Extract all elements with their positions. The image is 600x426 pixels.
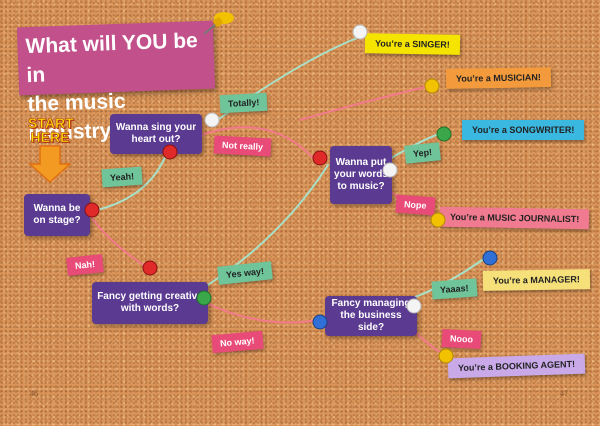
answer-yeah: Yeah! (101, 166, 143, 188)
pushpin-white-icon (382, 162, 398, 178)
outcome-singer: You’re a SINGER! (364, 33, 461, 55)
line-stage-to-creative (87, 211, 149, 269)
pushpin-white-icon (406, 298, 422, 314)
start-here-label: START HERE (28, 115, 74, 145)
question-business: Fancy managing the business side? (325, 296, 417, 336)
question-sing: Wanna sing your heart out? (110, 114, 202, 154)
line-music-to-musician (299, 85, 431, 121)
outcome-journalist: You’re a MUSIC JOURNALIST! (439, 206, 590, 230)
page-number-right: 47 (560, 389, 568, 398)
answer-yep: Yep! (404, 142, 441, 164)
outcome-musician: You’re a MUSICIAN! (445, 67, 552, 89)
page-number-left: 46 (30, 389, 38, 398)
down-arrow-icon (28, 145, 72, 184)
page-title: What will YOU be in the music industry? (16, 20, 216, 145)
pushpin-white-icon (352, 24, 368, 40)
outcome-songwriter: You’re a SONGWRITER! (462, 120, 585, 140)
pushpin-blue-icon (312, 314, 328, 330)
pushpin-green-icon (436, 126, 452, 142)
pushpin-yellow-icon (424, 78, 440, 94)
pushpin-red-icon (142, 260, 158, 276)
start-here-sign: START HERE (28, 115, 74, 189)
pushpin-red-icon (84, 202, 100, 218)
pushpin-green-icon (196, 290, 212, 306)
line-stage-to-sing (87, 149, 169, 213)
pushpin-red-icon (312, 150, 328, 166)
pushpin-blue-icon (482, 250, 498, 266)
answer-totally: Totally! (219, 92, 268, 114)
question-creative: Fancy getting creative with words? (92, 282, 208, 324)
answer-yaaas: Yaaas! (431, 278, 478, 300)
pushpin-title-icon (203, 12, 234, 35)
question-stage: Wanna be on stage? (24, 194, 90, 236)
answer-not-really: Not really (213, 135, 272, 157)
question-music: Wanna put your words to music? (330, 146, 392, 204)
pushpin-red-icon (162, 144, 178, 160)
line-creative-to-business (199, 299, 319, 324)
answer-nah: Nah! (66, 254, 104, 276)
pushpin-white-icon (204, 112, 220, 128)
pushpin-yellow-icon (438, 348, 454, 364)
outcome-manager: You’re a MANAGER! (482, 269, 591, 291)
pushpin-yellow-icon (430, 212, 446, 228)
